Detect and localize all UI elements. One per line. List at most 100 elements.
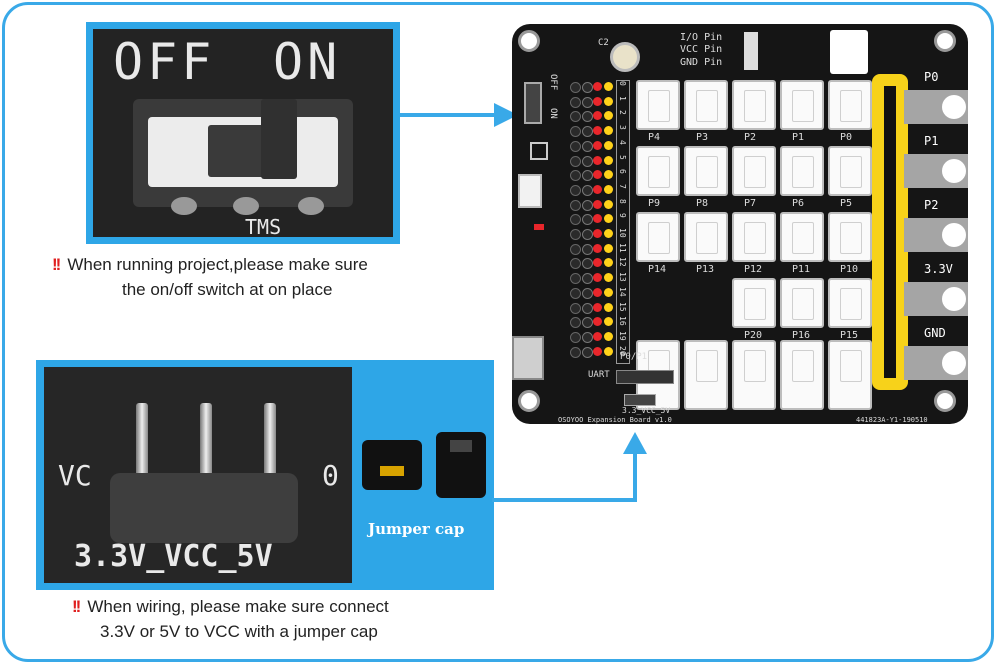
mount-hole-tl xyxy=(518,30,540,52)
grove-port[interactable] xyxy=(684,340,728,410)
grove-port[interactable] xyxy=(828,80,872,130)
header-pin xyxy=(570,199,581,211)
capacitor xyxy=(610,42,640,72)
header-pin xyxy=(593,126,602,136)
header-pin xyxy=(593,229,602,238)
legend-header xyxy=(744,32,758,70)
header-pin xyxy=(570,96,581,108)
grove-port-label: P9 xyxy=(648,198,661,209)
grove-port-label: P16 xyxy=(792,330,811,341)
grove-port-label: P12 xyxy=(744,264,763,275)
grove-port[interactable] xyxy=(780,278,824,328)
header-pin xyxy=(570,317,581,329)
header-pin xyxy=(604,140,613,150)
edge-connector-slot xyxy=(884,86,896,378)
grove-port[interactable] xyxy=(780,340,824,410)
header-pin xyxy=(593,82,602,91)
header-pin xyxy=(570,273,581,285)
grove-port-label: P7 xyxy=(744,198,757,209)
grove-port[interactable] xyxy=(636,146,680,196)
board-power-switch[interactable] xyxy=(524,82,542,124)
header-pin xyxy=(570,82,581,93)
grove-port[interactable] xyxy=(732,212,776,262)
grove-port[interactable] xyxy=(732,340,776,410)
grove-port-label: P10 xyxy=(840,264,859,275)
grove-port[interactable] xyxy=(684,146,728,196)
header-label: 3.3V_VCC_5V xyxy=(74,539,273,574)
header-pin xyxy=(604,243,613,253)
edge-pad-hole xyxy=(942,159,966,183)
header-pin xyxy=(582,82,593,93)
usb-port xyxy=(512,336,544,380)
grove-port[interactable] xyxy=(684,80,728,130)
jumper-note-line2: 3.3V or 5V to VCC with a jumper cap xyxy=(100,622,378,641)
grove-port-label: P3 xyxy=(696,132,709,143)
header-pin xyxy=(604,229,613,238)
grove-port[interactable] xyxy=(780,212,824,262)
header-pin xyxy=(582,273,593,285)
header-pin xyxy=(570,214,581,226)
header-pin xyxy=(593,96,602,106)
header-pin xyxy=(604,111,613,121)
header-pin xyxy=(582,155,593,167)
grove-port[interactable] xyxy=(780,146,824,196)
header-pin xyxy=(593,346,602,356)
grove-port-label: P2 xyxy=(744,132,757,143)
header-pin xyxy=(604,302,613,312)
header-pin xyxy=(604,214,613,224)
header-pin xyxy=(593,184,602,194)
header-pin xyxy=(593,287,602,297)
header-pin xyxy=(593,331,602,341)
header-pin xyxy=(593,155,602,165)
grove-port[interactable] xyxy=(636,80,680,130)
jumper-arrow xyxy=(492,432,647,502)
header-pin xyxy=(604,287,613,297)
grove-port[interactable] xyxy=(828,146,872,196)
grove-port-label: P0 xyxy=(840,132,853,143)
header-pin xyxy=(604,96,613,106)
grove-port[interactable] xyxy=(780,80,824,130)
grove-port[interactable] xyxy=(636,212,680,262)
pin-number: 20 xyxy=(618,345,627,356)
pin-number: 14 xyxy=(618,286,627,297)
grove-port-label: P20 xyxy=(744,330,763,341)
board-jumper-header[interactable] xyxy=(624,394,656,406)
header-pin xyxy=(570,126,581,138)
slide-switch-knob[interactable] xyxy=(208,125,268,177)
mount-hole-tr xyxy=(934,30,956,52)
header-pin xyxy=(593,111,602,121)
header-pin xyxy=(582,258,593,270)
grove-port-label: P6 xyxy=(792,198,805,209)
board-off-label: OFF xyxy=(548,74,558,91)
grove-port[interactable] xyxy=(828,212,872,262)
header-pin xyxy=(582,214,593,226)
grove-port[interactable] xyxy=(828,340,872,410)
smd-component-1 xyxy=(530,142,548,160)
header-pin xyxy=(582,317,593,329)
grove-port[interactable] xyxy=(732,278,776,328)
grove-port-label: P11 xyxy=(792,264,811,275)
off-label: OFF xyxy=(113,33,216,91)
header-pin xyxy=(570,229,581,240)
uart-header xyxy=(616,370,674,384)
header-pin xyxy=(570,346,581,358)
header-pin xyxy=(582,229,593,240)
header-pin xyxy=(582,96,593,108)
header-pin xyxy=(570,170,581,182)
grove-port-label: P4 xyxy=(648,132,661,143)
vcc-edge-label: VC xyxy=(58,459,92,492)
pin-number: 19 xyxy=(618,330,627,341)
jumper-note: !!When wiring, please make sure connect … xyxy=(72,594,389,644)
grove-port[interactable] xyxy=(684,212,728,262)
switch-note-line1: When running project,please make sure xyxy=(67,255,368,274)
edge-pad-label: 3.3V xyxy=(924,262,953,276)
right-edge-label: 0 xyxy=(322,459,339,492)
grove-port[interactable] xyxy=(732,146,776,196)
grove-port-label: P14 xyxy=(648,264,667,275)
header-pin xyxy=(593,199,602,209)
grove-port[interactable] xyxy=(828,278,872,328)
grove-port[interactable] xyxy=(732,80,776,130)
header-pin xyxy=(593,140,602,150)
header-pin xyxy=(570,111,581,123)
